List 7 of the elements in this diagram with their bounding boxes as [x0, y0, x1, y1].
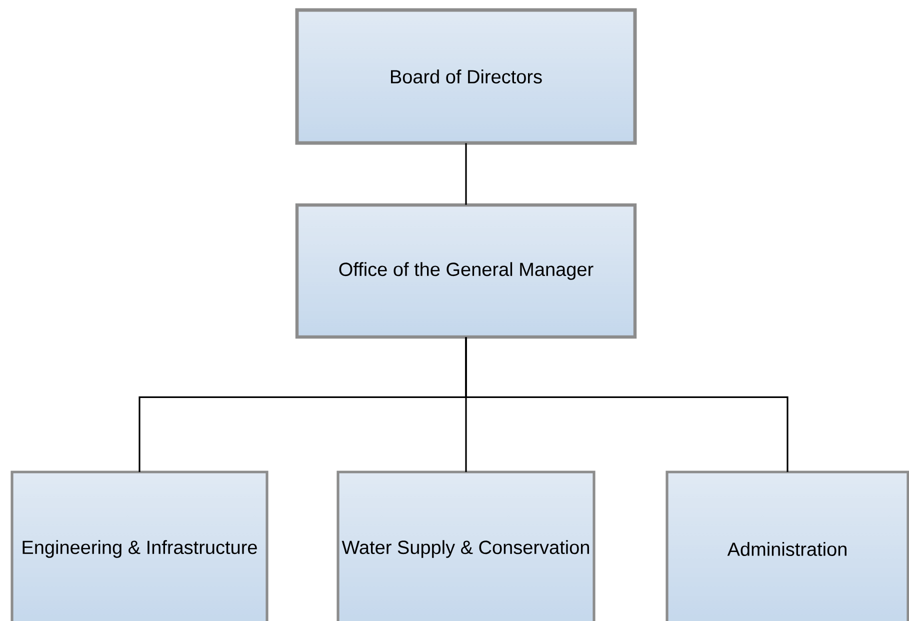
- connector-line: [465, 143, 467, 205]
- box: Board of Directors: [295, 8, 637, 145]
- box: Engineering & Infrastructure: [10, 470, 268, 621]
- box: Office of the General Manager: [295, 203, 637, 339]
- box: Water Supply & Conservation: [336, 470, 596, 621]
- connector-line: [465, 337, 788, 472]
- box: Administration: [666, 470, 909, 621]
